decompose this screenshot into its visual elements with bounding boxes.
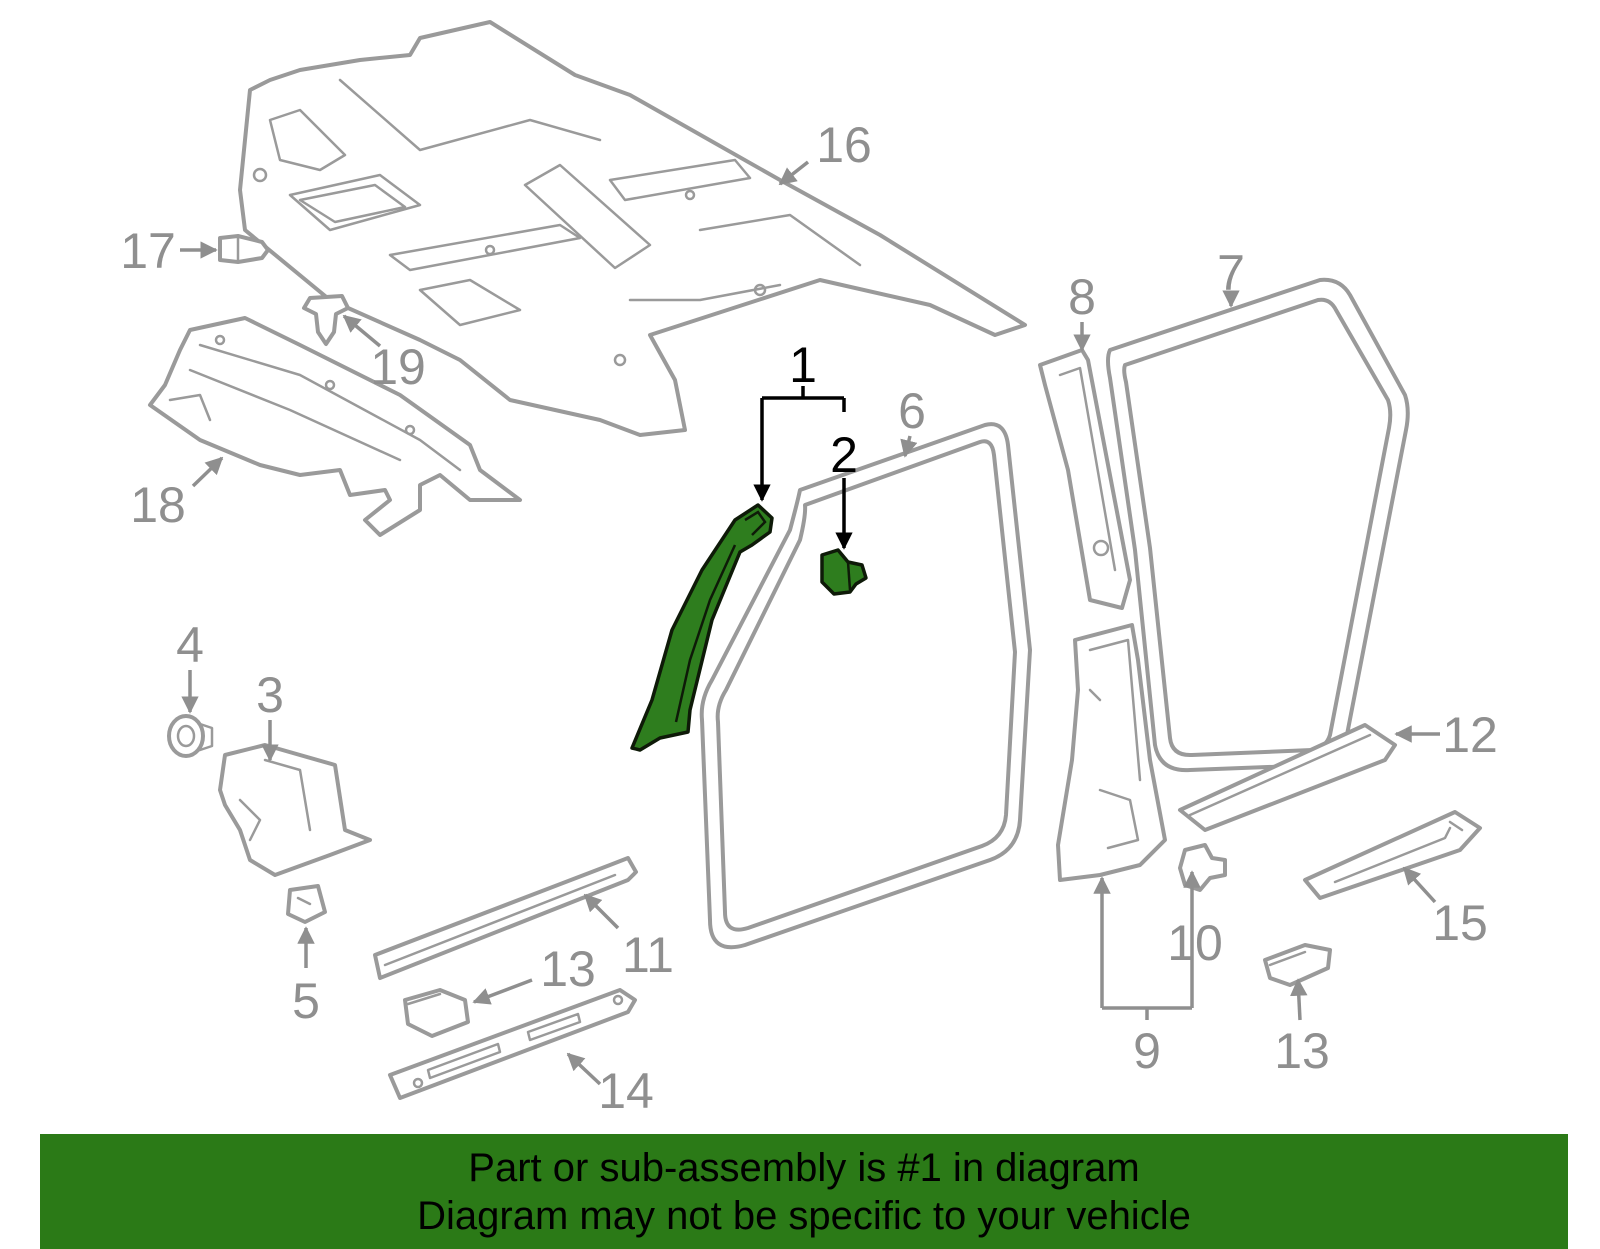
leader-lines <box>180 160 1440 1086</box>
callout-8: 8 <box>1068 269 1096 325</box>
callout-13-left: 13 <box>540 941 596 997</box>
clip-part-19 <box>302 294 350 346</box>
callout-6: 6 <box>898 383 926 439</box>
rear-door-weatherstrip-part-7 <box>1106 277 1410 773</box>
callout-17: 17 <box>120 223 176 279</box>
clip-part-5 <box>286 884 327 924</box>
callout-16: 16 <box>816 117 872 173</box>
clip-part-17 <box>218 234 270 264</box>
front-pillar-garnish-part-1 <box>630 503 774 752</box>
callout-11: 11 <box>622 927 674 983</box>
callout-9: 9 <box>1133 1023 1161 1079</box>
callout-1: 1 <box>789 337 817 393</box>
lower-center-pillar-trim-part-9 <box>1056 623 1167 882</box>
callout-labels: 1 2 3 4 5 6 7 8 9 10 11 12 13 13 14 15 1… <box>120 117 1498 1119</box>
callout-5: 5 <box>292 973 320 1029</box>
upper-center-pillar-trim-part-8 <box>1038 348 1132 610</box>
scuff-plate-part-11 <box>373 856 638 980</box>
floor-carpet-part-16 <box>238 20 1027 437</box>
callout-18: 18 <box>130 477 186 533</box>
clip-part-13-right <box>1263 943 1332 987</box>
callout-7: 7 <box>1217 245 1245 301</box>
callout-19: 19 <box>370 339 426 395</box>
callout-13-right: 13 <box>1274 1023 1330 1079</box>
callout-3: 3 <box>256 667 284 723</box>
callout-15: 15 <box>1432 895 1488 951</box>
rear-scuff-plate-part-12 <box>1178 723 1397 832</box>
grommet-part-4 <box>167 714 214 758</box>
callout-4: 4 <box>176 617 204 673</box>
banner-line-disclaimer: Diagram may not be specific to your vehi… <box>417 1193 1191 1238</box>
floor-insulator-part-18 <box>148 316 522 537</box>
clip-part-13-left <box>403 988 470 1038</box>
callout-14: 14 <box>598 1063 654 1119</box>
clip-part-10 <box>1178 843 1227 892</box>
cowl-side-trim-part-3 <box>218 743 372 877</box>
callout-12: 12 <box>1442 707 1498 763</box>
scuff-plate-part-14 <box>388 988 637 1100</box>
info-banner: Part or sub-assembly is #1 in diagram Di… <box>40 1134 1568 1249</box>
banner-line-part-info: Part or sub-assembly is #1 in diagram <box>468 1145 1140 1190</box>
callout-2: 2 <box>830 427 858 483</box>
front-door-weatherstrip-part-6 <box>699 422 1032 950</box>
callout-10: 10 <box>1167 915 1223 971</box>
rear-scuff-plate-part-15 <box>1303 810 1482 900</box>
clip-part-2 <box>820 548 868 596</box>
